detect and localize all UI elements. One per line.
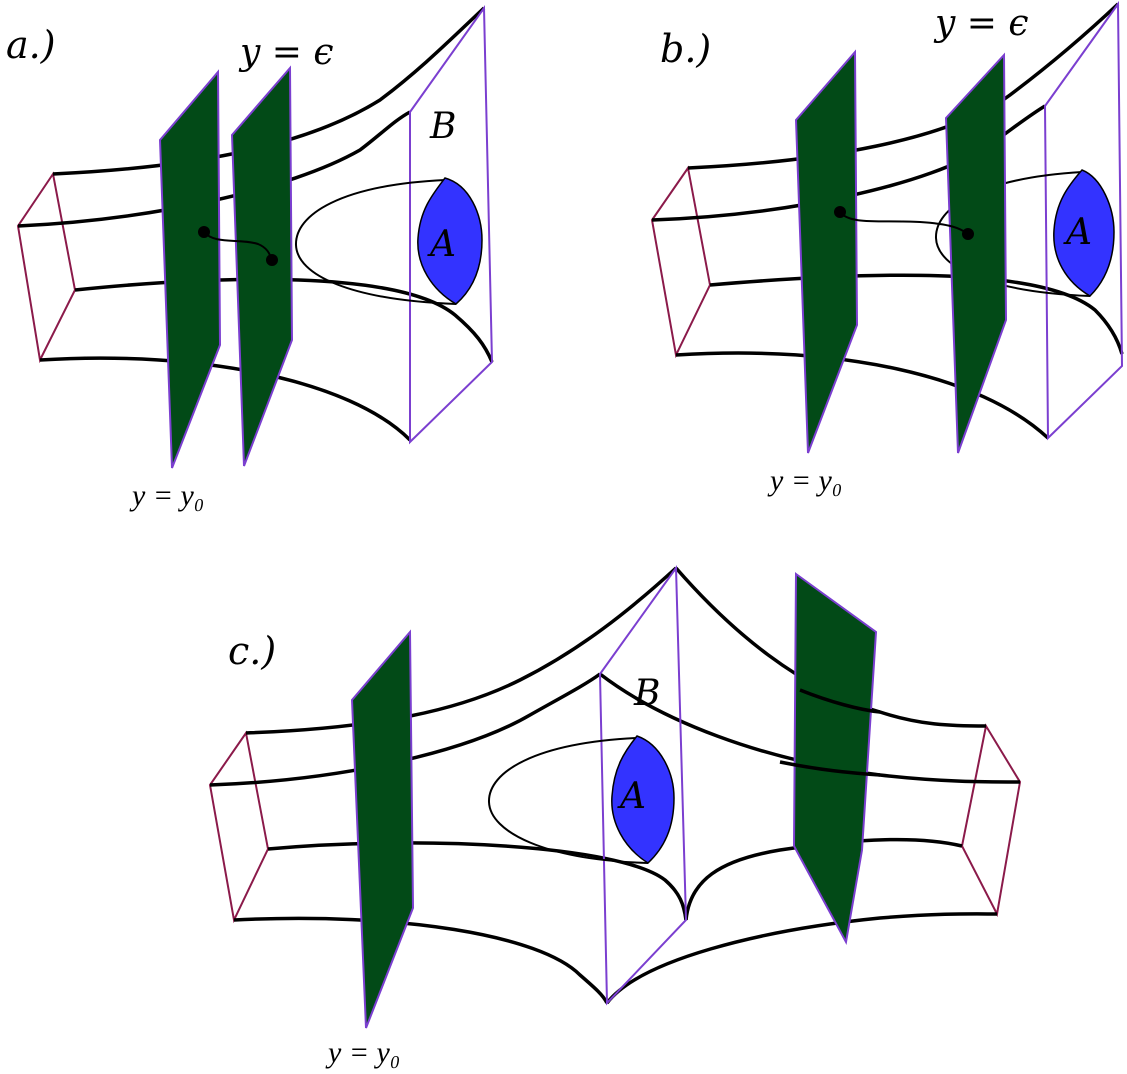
panel-b: b.) y = ϵ A y = y₀: [650, 0, 1124, 497]
panel-b-region-a: [1053, 169, 1115, 297]
panel-a-boundary-plane: [409, 4, 494, 445]
panel-b-point-right: [962, 228, 974, 240]
panel-c-cutoff-label: y = y₀: [325, 1036, 400, 1069]
panel-b-region-a-label: A: [1063, 212, 1092, 253]
panel-c-cutoff-plane-right: [792, 572, 878, 946]
panel-a-cutoff-plane-2: [230, 65, 294, 467]
panel-b-plane-label: y = ϵ: [933, 3, 1029, 44]
panel-c-front-curves: [779, 688, 881, 777]
panel-b-boundary-plane: [1043, 0, 1124, 441]
panel-b-label: b.): [660, 27, 711, 71]
panel-a-label: a.): [6, 23, 56, 67]
panel-a-plane-label: y = ϵ: [238, 32, 334, 73]
panel-a: a.) y = ϵ B A y = y₀: [6, 4, 494, 512]
panel-c-label: c.): [228, 629, 276, 673]
panel-b-cutoff-plane-2: [944, 52, 1008, 454]
panel-b-geodesic: [839, 211, 969, 235]
panel-a-region-a-label: A: [427, 224, 456, 265]
panel-c-entanglement-curve: [487, 737, 649, 864]
panel-a-entanglement-curve: [294, 179, 457, 305]
panel-a-point-left: [198, 226, 210, 238]
panel-c-left-box: [208, 730, 270, 924]
panel-b-cutoff-label: y = y₀: [767, 464, 842, 497]
panel-b-box: [650, 165, 712, 359]
panel-a-point-right: [266, 254, 278, 266]
panel-c: c.) B A y = y₀: [208, 565, 1022, 1069]
panel-c-region-a-label: A: [617, 776, 646, 817]
panel-b-cutoff-plane-1: [794, 49, 859, 454]
panel-a-region-a: [417, 177, 483, 305]
panel-b-point-left: [834, 206, 846, 218]
panel-c-boundary-plane: [598, 565, 688, 1006]
panel-c-cutoff-plane-left: [350, 629, 415, 1029]
panel-a-box: [16, 171, 77, 364]
panel-a-cutoff-label: y = y₀: [129, 479, 204, 512]
panel-c-region-b-label: B: [633, 673, 660, 714]
panel-a-region-b-label: B: [429, 106, 456, 147]
panel-a-cutoff-plane-1: [158, 69, 222, 469]
panel-c-region-a: [611, 735, 675, 864]
panel-c-right-box: [960, 723, 1022, 918]
